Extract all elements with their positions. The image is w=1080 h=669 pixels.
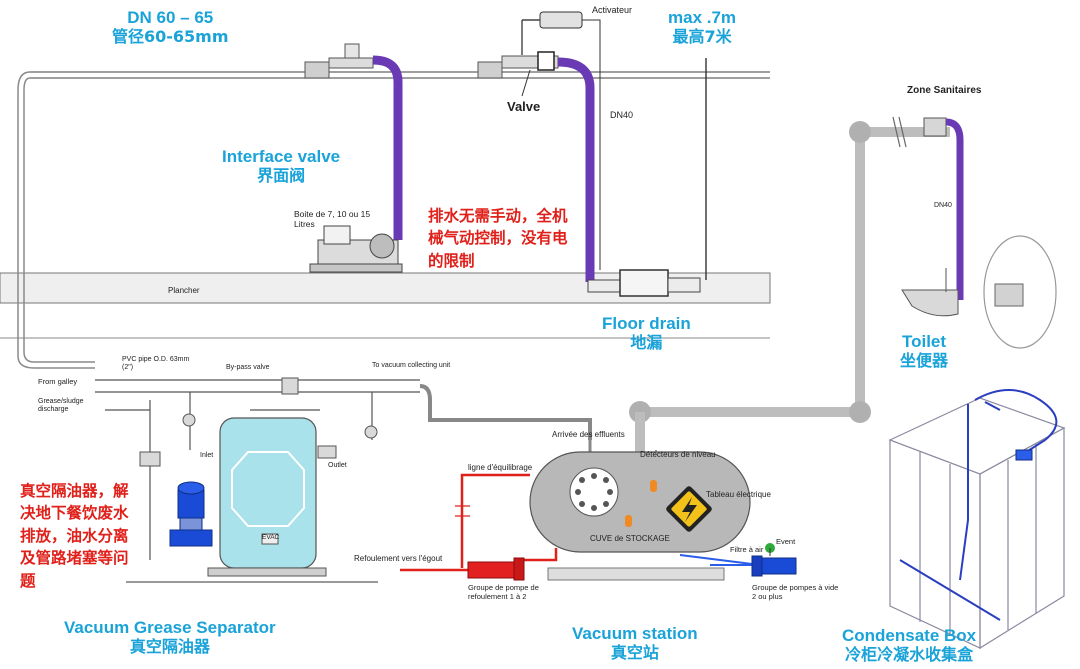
dn40-center-label: DN40: [610, 110, 634, 120]
filtre-label: Filtre à air: [730, 545, 764, 554]
separator-pump: [169, 481, 213, 547]
condensate-box-label: Condensate Box 冷柜冷凝水收集盒: [842, 626, 976, 664]
separator-valves: [139, 377, 378, 467]
main-vacuum-pipe: [17, 71, 95, 369]
valve-label: Valve: [507, 99, 541, 114]
dn40-right-label: DN40: [934, 202, 952, 209]
outlet-label: Outlet: [328, 462, 347, 469]
storage-tank: [529, 451, 751, 581]
pvc-pipe-label: PVC pipe O.D. 63mm (2"): [122, 356, 190, 372]
interface-valve-assembly: [304, 43, 403, 273]
vgs-label: Vacuum Grease Separator 真空隔油器: [64, 618, 276, 656]
vacuum-pumps: [751, 543, 797, 577]
refoulement-egout-label: Refoulement vers l'égout: [354, 554, 443, 563]
vgs-en: Vacuum Grease Separator: [64, 618, 276, 637]
toilet-en: Toilet: [901, 332, 947, 351]
tableau-label: Tableau électrique: [706, 490, 771, 499]
to-vacuum-label: To vacuum collecting unit: [372, 362, 451, 369]
max-height-en: max .7m: [668, 8, 737, 27]
toilet-zh: 坐便器: [900, 350, 949, 370]
interface-valve-en: Interface valve: [222, 147, 341, 166]
lightning-warning-icon: [666, 486, 712, 532]
separator-note: 真空隔油器，解决地下餐饮废水排放，油水分离及管路堵塞等问题: [20, 482, 129, 590]
floor-drain-en: Floor drain: [602, 314, 691, 333]
vacuum-station-label: Vacuum station 真空站: [572, 624, 698, 662]
equilibrage-label: ligne d'équilibrage: [468, 463, 533, 472]
groupe-vide-label: Groupe de pompes à vide 2 ou plus: [752, 583, 839, 601]
building-slab: [0, 71, 771, 339]
zone-sanitaires-label: Zone Sanitaires: [907, 85, 982, 96]
activator-label: Activateur: [592, 5, 633, 15]
boite-label: Boite de 7, 10 ou 15 Litres: [294, 209, 371, 229]
vacuum-station-zh: 真空站: [610, 642, 659, 662]
vacuum-station-en: Vacuum station: [572, 624, 698, 643]
floor-drain-box: [587, 58, 707, 297]
cuve-label: CUVE de STOCKAGE: [590, 534, 670, 543]
toilet-label: Toilet 坐便器: [900, 332, 948, 370]
separator-tank: [207, 417, 327, 577]
bypass-valve-label: By-pass valve: [226, 364, 270, 371]
valve-activator-assembly: [477, 11, 601, 282]
groupe-refoulement-label: Groupe de pompe de refoulement 1 à 2: [468, 583, 539, 601]
dn-size-label: DN 60 – 65 管径60-65mm: [112, 8, 229, 46]
condensate-tubing: [899, 389, 1058, 621]
floor-drain-label: Floor drain 地漏: [602, 314, 691, 352]
discharge-pumps: [467, 557, 525, 581]
dn-size-en: DN 60 – 65: [127, 8, 214, 27]
vgs-zh: 真空隔油器: [129, 636, 210, 656]
condensate-box-en: Condensate Box: [842, 626, 977, 645]
toilet-pipe-system: [629, 116, 1057, 505]
max-height-zh: 最高7米: [672, 26, 732, 46]
event-label: Event: [776, 537, 796, 546]
evac-label: EVAC: [262, 534, 280, 541]
max-height-label: max .7m 最高7米: [668, 8, 736, 46]
dn-size-zh: 管径60-65mm: [112, 26, 229, 46]
inlet-label: Inlet: [200, 452, 214, 459]
condensate-box: [1015, 449, 1033, 461]
grease-discharge-label: Grease/sludge discharge: [38, 398, 84, 414]
condensate-box-zh: 冷柜冷凝水收集盒: [845, 644, 974, 664]
grease-separator-piping: [95, 379, 592, 560]
floor-drain-zh: 地漏: [630, 332, 663, 352]
arrivee-label: Arrivée des effluents: [552, 430, 625, 439]
no-power-note: 排水无需手动，全机械气动控制，没有电的限制: [428, 207, 568, 270]
refrigerated-cabinet: [888, 397, 1066, 650]
plancher-label: Plancher: [168, 286, 200, 295]
interface-valve-zh: 界面阀: [257, 165, 306, 185]
from-galley-label: From galley: [38, 377, 78, 386]
interface-valve-label: Interface valve 界面阀: [222, 147, 340, 185]
detecteurs-label: Détecteurs de niveau: [640, 450, 716, 459]
